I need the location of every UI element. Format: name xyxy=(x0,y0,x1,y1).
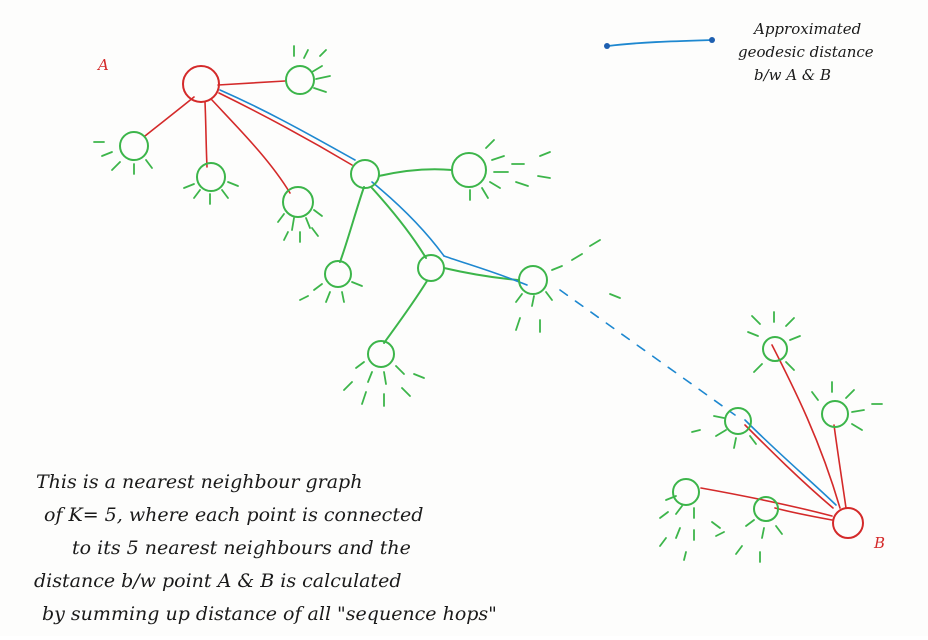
edge-middle-to-right-node xyxy=(443,267,519,281)
edge-b-to-left-neighbour xyxy=(700,487,833,517)
geodesic-segment-a-to-hub xyxy=(219,89,356,161)
endpoint-nodes xyxy=(182,65,864,539)
neighbour-node xyxy=(350,159,380,189)
caption-line-4: distance b/w point A & B is calculated xyxy=(34,570,402,592)
neighbour-node xyxy=(451,152,487,188)
caption-line-3: to its 5 nearest neighbours and the xyxy=(72,537,411,559)
legend-text: Approximated geodesic distance b/w A & B xyxy=(738,18,923,87)
edge-hub-to-left-node xyxy=(339,186,365,263)
neighbour-node xyxy=(417,254,445,282)
geodesic-path xyxy=(219,89,837,506)
neighbour-nodes xyxy=(119,65,849,522)
geodesic-segment-to-b xyxy=(744,419,837,506)
legend-line-3: b/w A & B xyxy=(754,66,832,84)
point-b-label: B xyxy=(874,534,886,552)
edge-a-to-right-neighbour xyxy=(211,99,291,194)
neighbour-node xyxy=(518,265,548,295)
edge-b-to-top-neighbour xyxy=(771,344,841,509)
neighbour-node xyxy=(762,336,788,362)
point-a-node xyxy=(182,65,220,103)
edge-middle-to-lower-node xyxy=(383,280,428,344)
neighbour-node xyxy=(196,162,226,192)
point-b-node xyxy=(832,507,864,539)
neighbour-spikes xyxy=(93,45,883,563)
edge-a-to-lower-neighbour xyxy=(204,101,208,168)
edge-b-to-right-neighbour xyxy=(833,424,847,509)
edge-a-to-left-neighbour xyxy=(144,96,195,137)
edge-a-to-top-neighbour xyxy=(217,80,286,86)
edge-b-to-upper-left-neighbour xyxy=(744,424,834,509)
point-a-label: A xyxy=(98,56,109,74)
legend-line-1: Approximated xyxy=(754,20,862,38)
neighbour-node xyxy=(367,340,395,368)
neighbour-node xyxy=(821,400,849,428)
neighbour-node xyxy=(119,131,149,161)
caption-text: This is a nearest neighbour graph of K= … xyxy=(34,466,634,631)
neighbour-node xyxy=(285,65,315,95)
legend-line-2: geodesic distance xyxy=(738,43,874,61)
neighbour-node xyxy=(324,260,352,288)
geodesic-dashed-gap xyxy=(559,289,736,416)
red-edges xyxy=(144,80,847,521)
neighbour-node xyxy=(753,496,779,522)
edge-hub-to-upper-right-node xyxy=(378,168,453,177)
edge-a-to-hub xyxy=(218,92,353,166)
neighbour-node xyxy=(724,407,752,435)
neighbour-node xyxy=(672,478,700,506)
caption-line-2: of K= 5, where each point is connected xyxy=(44,504,424,526)
caption-line-5: by summing up distance of all "sequence … xyxy=(42,603,497,625)
geodesic-segment-middle-to-right xyxy=(443,255,528,286)
edge-hub-to-middle-node xyxy=(371,187,427,259)
geodesic-segment-hub-to-middle xyxy=(371,181,445,257)
neighbour-node xyxy=(282,186,314,218)
caption-line-1: This is a nearest neighbour graph xyxy=(36,471,363,493)
legend-line xyxy=(604,37,715,49)
